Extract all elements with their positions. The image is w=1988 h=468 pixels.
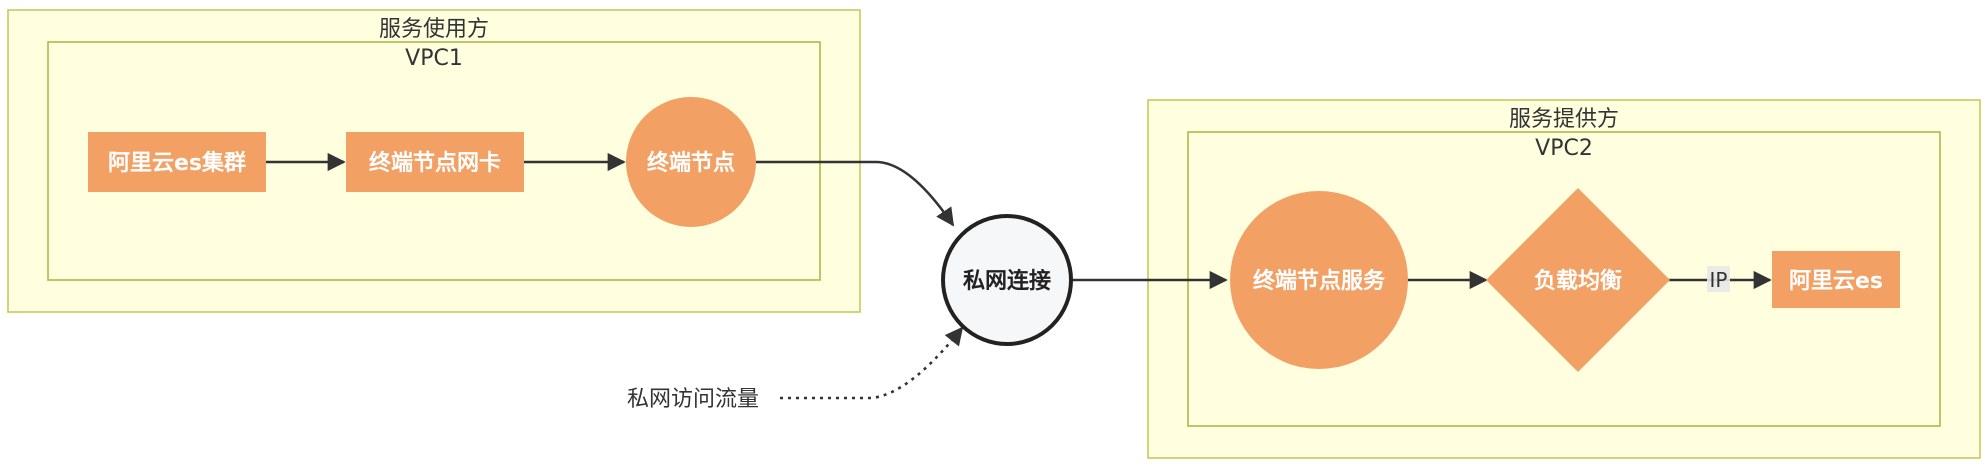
edge-traffic-to-private-link	[780, 326, 964, 400]
traffic-label: 私网访问流量	[627, 387, 759, 412]
node-aliyun-es-label: 阿里云es	[1789, 269, 1883, 294]
node-es-cluster-label: 阿里云es集群	[108, 150, 246, 176]
cluster-vpc2-label: VPC2	[1535, 136, 1593, 161]
edge-label-ip-bg	[1707, 266, 1730, 292]
node-load-balancer: 负载均衡	[1486, 188, 1670, 372]
edge-endpoint-to-private-link	[756, 160, 955, 227]
node-endpoint-nic: 终端节点网卡	[346, 132, 524, 192]
cluster-vpc1-label: VPC1	[405, 46, 463, 71]
node-endpoint: 终端节点	[626, 97, 756, 227]
node-private-link: 私网连接	[941, 214, 1073, 346]
node-private-link-circle	[941, 214, 1073, 346]
edge-label-ip-text: IP	[1710, 268, 1728, 292]
node-aliyun-es-box	[1772, 251, 1900, 308]
node-endpoint-service-circle	[1230, 191, 1408, 369]
node-endpoint-service-label: 终端节点服务	[1253, 268, 1386, 294]
node-endpoint-circle	[626, 97, 756, 227]
node-aliyun-es: 阿里云es	[1772, 251, 1900, 308]
node-load-balancer-diamond	[1486, 188, 1670, 372]
node-es-cluster-box	[88, 132, 266, 192]
cluster-consumer-label: 服务使用方	[379, 17, 489, 42]
node-private-link-label: 私网连接	[963, 268, 1051, 294]
node-es-cluster: 阿里云es集群	[88, 132, 266, 192]
node-endpoint-label: 终端节点	[647, 150, 735, 176]
node-load-balancer-label: 负载均衡	[1534, 268, 1622, 294]
node-endpoint-nic-label: 终端节点网卡	[369, 150, 501, 176]
edge-label-ip: IP	[1707, 266, 1730, 292]
cluster-provider-label: 服务提供方	[1509, 107, 1619, 132]
node-endpoint-nic-box	[346, 132, 524, 192]
node-endpoint-service: 终端节点服务	[1230, 191, 1408, 369]
